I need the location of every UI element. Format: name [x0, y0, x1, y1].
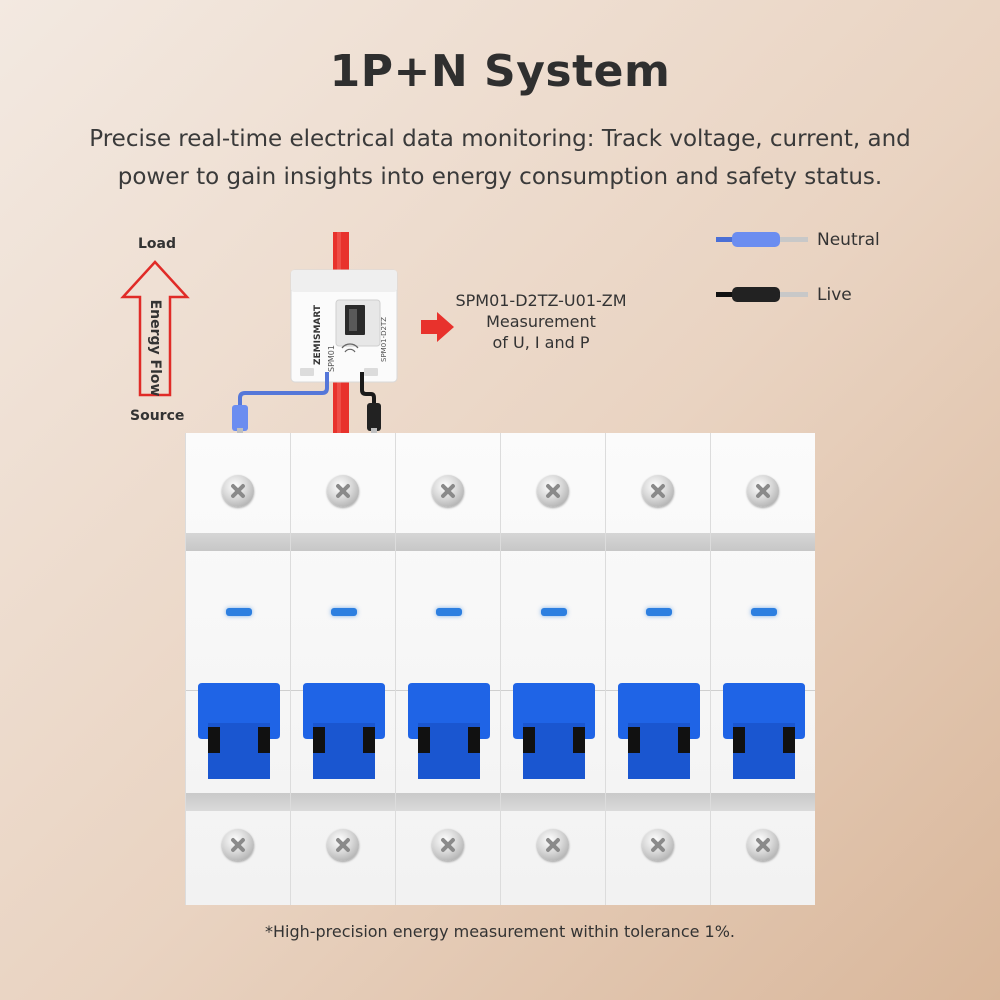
- legend-live-label: Live: [817, 285, 852, 305]
- screw-icon: [642, 475, 674, 507]
- neutral-wire: [238, 372, 329, 410]
- energy-meter-device: ZEMISMART SPM01 SPM01-D2TZ: [290, 269, 398, 383]
- screw-icon: [642, 829, 674, 861]
- screw-icon: [327, 829, 359, 861]
- measurement-line-2: of U, I and P: [492, 333, 590, 352]
- live-tap-wire: [360, 372, 376, 408]
- energy-flow-arrow-icon: [120, 260, 190, 397]
- breaker-toggle-switch[interactable]: [303, 683, 385, 779]
- breaker-toggle-switch[interactable]: [408, 683, 490, 779]
- device-brand-text: ZEMISMART: [313, 304, 323, 365]
- circuit-breaker: [605, 433, 710, 905]
- neutral-legend-icon: [716, 232, 808, 247]
- measurement-caption: SPM01-D2TZ-U01-ZM Measurement of U, I an…: [446, 290, 636, 353]
- status-led: [331, 608, 357, 616]
- model-name: SPM01-D2TZ-U01-ZM: [455, 291, 627, 310]
- screw-icon: [222, 829, 254, 861]
- live-ferrule: [367, 403, 381, 431]
- screw-icon: [327, 475, 359, 507]
- circuit-breaker: [395, 433, 500, 905]
- status-led: [436, 608, 462, 616]
- screw-icon: [222, 475, 254, 507]
- circuit-breaker: [710, 433, 815, 905]
- page-subtitle: Precise real-time electrical data monito…: [89, 126, 911, 190]
- breaker-toggle-switch[interactable]: [723, 683, 805, 779]
- screw-icon: [537, 829, 569, 861]
- load-label: Load: [138, 236, 177, 252]
- screw-icon: [432, 829, 464, 861]
- breaker-toggle-switch[interactable]: [513, 683, 595, 779]
- measurement-line-1: Measurement: [486, 312, 596, 331]
- footnote: *High-precision energy measurement withi…: [264, 922, 736, 941]
- device-model-short-text: SPM01: [327, 345, 336, 372]
- circuit-breaker: [500, 433, 605, 905]
- screw-icon: [747, 475, 779, 507]
- energy-flow-label: Energy Flow: [147, 299, 163, 397]
- screw-icon: [537, 475, 569, 507]
- breaker-toggle-switch[interactable]: [618, 683, 700, 779]
- circuit-breaker: [290, 433, 395, 905]
- screw-icon: [432, 475, 464, 507]
- page-title: 1P+N System: [329, 46, 671, 97]
- status-led: [646, 608, 672, 616]
- legend-neutral-label: Neutral: [817, 230, 880, 250]
- neutral-ferrule: [232, 405, 248, 431]
- live-legend-icon: [716, 287, 808, 302]
- device-model-side-text: SPM01-D2TZ: [380, 317, 388, 362]
- breaker-toggle-switch[interactable]: [198, 683, 280, 779]
- breaker-panel: [185, 433, 815, 905]
- circuit-breaker: [185, 433, 290, 905]
- screw-icon: [747, 829, 779, 861]
- pointer-arrow-icon: [421, 312, 454, 342]
- status-led: [226, 608, 252, 616]
- source-label: Source: [130, 408, 185, 424]
- status-led: [751, 608, 777, 616]
- status-led: [541, 608, 567, 616]
